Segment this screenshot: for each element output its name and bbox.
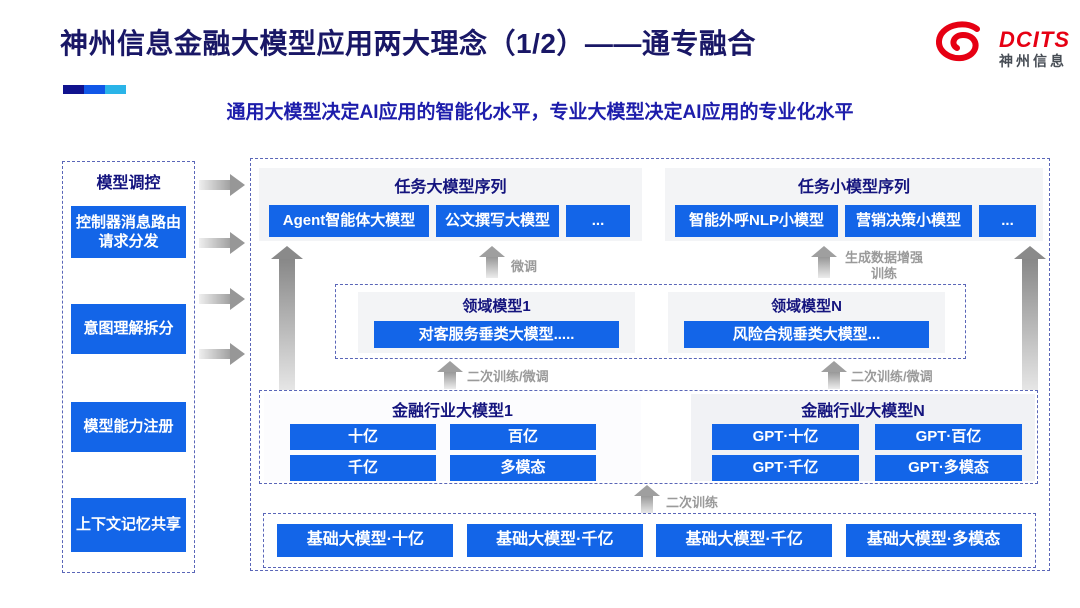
sidebar-item-router: 控制器消息路由请求分发	[71, 206, 186, 258]
model-block-multimodal: 多模态	[450, 455, 596, 481]
up-arrow-icon	[811, 246, 837, 278]
model-block-agent: Agent智能体大模型	[269, 205, 429, 237]
industry-model-1-title: 金融行业大模型1	[392, 403, 513, 420]
task-small-title: 任务小模型序列	[797, 179, 910, 196]
logo-brand: DCITS	[999, 27, 1070, 53]
logo-swirl-icon	[930, 20, 992, 77]
secondary-train-right-label: 二次训练/微调	[851, 369, 933, 384]
fine-tune-label: 微调	[511, 259, 538, 274]
task-large-title: 任务大模型序列	[394, 179, 507, 196]
model-block-100b: 千亿	[290, 455, 436, 481]
industry-model-n-group: 金融行业大模型N GPT·十亿 GPT·百亿 GPT·千亿 GPT·多模态	[691, 394, 1035, 481]
model-block-base-100b-a: 基础大模型·千亿	[466, 524, 643, 557]
up-arrow-tall-icon	[271, 246, 303, 393]
model-block-nlp-call: 智能外呼NLP小模型	[675, 205, 838, 237]
accent-bar	[63, 85, 126, 94]
page-title: 神州信息金融大模型应用两大理念（1/2）——通专融合	[60, 28, 756, 59]
base-model-box: 基础大模型·十亿 基础大模型·千亿 基础大模型·千亿 基础大模型·多模态	[263, 513, 1036, 568]
up-arrow-icon	[479, 246, 505, 278]
model-block-risk-compliance: 风险合规垂类大模型...	[684, 321, 929, 348]
sidebar-item-context: 上下文记忆共享	[71, 498, 186, 552]
secondary-train-bottom-label: 二次训练	[666, 495, 719, 510]
model-block-1b: 十亿	[290, 424, 436, 450]
right-arrow-icon	[199, 288, 245, 310]
model-block-gpt-multimodal: GPT·多模态	[875, 455, 1022, 481]
model-block-gpt-100b: GPT·千亿	[712, 455, 859, 481]
domain-model-1-title: 领域模型1	[462, 298, 531, 315]
model-block-more: ...	[979, 205, 1036, 237]
model-block-base-multimodal: 基础大模型·多模态	[845, 524, 1022, 557]
secondary-train-left-label: 二次训练/微调	[467, 369, 549, 384]
industry-model-box: 金融行业大模型1 十亿 百亿 千亿 多模态 金融行业大模型N GPT·十亿 GP…	[259, 390, 1038, 484]
sidebar-item-intent: 意图理解拆分	[71, 304, 186, 354]
model-block-base-100b-b: 基础大模型·千亿	[656, 524, 833, 557]
up-arrow-icon	[821, 361, 847, 389]
domain-model-box: 领域模型1 对客服务垂类大模型..... 领域模型N 风险合规垂类大模型...	[335, 284, 966, 359]
model-block-gpt-10b: GPT·百亿	[875, 424, 1022, 450]
model-block-marketing: 营销决策小模型	[845, 205, 972, 237]
domain-model-n-title: 领域模型N	[771, 298, 842, 315]
logo-brand-cn: 神州信息	[999, 53, 1067, 70]
model-block-more: ...	[566, 205, 630, 237]
sidebar-title: 模型调控	[96, 175, 161, 192]
model-block-document: 公文撰写大模型	[436, 205, 559, 237]
right-arrow-icon	[199, 174, 245, 196]
domain-model-1-group: 领域模型1 对客服务垂类大模型.....	[358, 292, 635, 353]
gen-data-label: 生成数据增强训练	[844, 250, 923, 281]
industry-model-1-group: 金融行业大模型1 十亿 百亿 千亿 多模态	[264, 394, 641, 481]
model-block-gpt-1b: GPT·十亿	[712, 424, 859, 450]
task-large-model-group: 任务大模型序列 Agent智能体大模型 公文撰写大模型 ...	[259, 168, 642, 241]
sidebar-model-control: 模型调控 控制器消息路由请求分发 意图理解拆分 模型能力注册 上下文记忆共享	[62, 161, 195, 573]
up-arrow-icon	[437, 361, 463, 389]
domain-model-n-group: 领域模型N 风险合规垂类大模型...	[668, 292, 945, 353]
up-arrow-icon	[634, 485, 660, 514]
model-block-10b: 百亿	[450, 424, 596, 450]
industry-model-n-title: 金融行业大模型N	[801, 403, 925, 420]
model-block-base-1b: 基础大模型·十亿	[277, 524, 454, 557]
task-small-model-group: 任务小模型序列 智能外呼NLP小模型 营销决策小模型 ...	[665, 168, 1043, 241]
logo-text: DCITS 神州信息	[999, 28, 1070, 69]
model-block-customer-service: 对客服务垂类大模型.....	[374, 321, 619, 348]
right-arrow-icon	[199, 232, 245, 254]
dcits-logo: DCITS 神州信息	[930, 20, 1070, 77]
sidebar-item-register: 模型能力注册	[71, 402, 186, 452]
subtitle: 通用大模型决定AI应用的智能化水平，专业大模型决定AI应用的专业化水平	[226, 102, 854, 123]
main-diagram-box: 任务大模型序列 Agent智能体大模型 公文撰写大模型 ... 任务小模型序列 …	[250, 158, 1050, 571]
right-arrow-icon	[199, 343, 245, 365]
up-arrow-tall-icon	[1014, 246, 1046, 393]
